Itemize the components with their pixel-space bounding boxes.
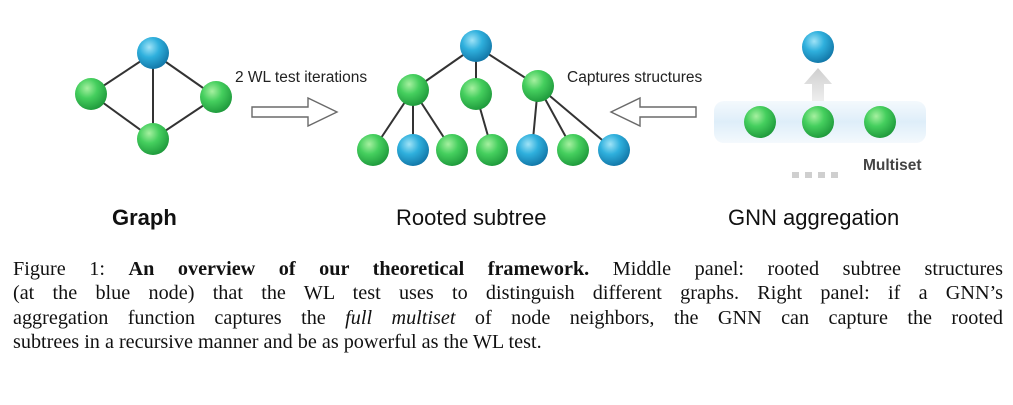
- gnn-neighbor-node: [802, 106, 834, 138]
- gnn-target-node: [802, 31, 834, 63]
- subtree-leaf-node: [598, 134, 630, 166]
- arrow-left-icon: [609, 96, 697, 128]
- subtree-leaf-node: [516, 134, 548, 166]
- subtree-level1-node: [460, 78, 492, 110]
- gnn-neighbor-node: [744, 106, 776, 138]
- caption-text: subtrees in a recursive manner and be as…: [13, 331, 542, 354]
- caption-italic: full multiset: [345, 306, 456, 329]
- gnn-panel: [714, 31, 926, 178]
- panel-label-graph: Graph: [112, 205, 177, 230]
- figure-caption: Figure 1: An overview of our theoretical…: [13, 257, 1003, 355]
- multiset-dots-icon: [792, 172, 838, 178]
- arrow-label-captures: Captures structures: [567, 69, 703, 86]
- graph-node-bottom: [137, 123, 169, 155]
- subtree-level1-node: [397, 74, 429, 106]
- panel-label-subtree: Rooted subtree: [396, 205, 547, 230]
- graph-node-left: [75, 78, 107, 110]
- subtree-leaf-node: [557, 134, 589, 166]
- caption-line: subtrees in a recursive manner and be as…: [13, 330, 1003, 354]
- subtree-leaf-node: [357, 134, 389, 166]
- graph-node-right: [200, 81, 232, 113]
- graph-node-blue: [137, 37, 169, 69]
- subtree-level1-node: [522, 70, 554, 102]
- subtree-panel: [357, 30, 630, 166]
- caption-bold-title: An overview of our theoretical framework…: [128, 258, 590, 280]
- caption-prefix: Figure 1:: [13, 258, 129, 280]
- arrow-label-wl-iterations: 2 WL test iterations: [235, 69, 368, 86]
- figure: 2 WL test iterations Captures structures…: [75, 30, 926, 230]
- subtree-leaf-node: [476, 134, 508, 166]
- subtree-root-node: [460, 30, 492, 62]
- caption-line: Figure 1: An overview of our theoretical…: [13, 257, 1003, 281]
- caption-text: (at the blue node) that the WL test uses…: [13, 282, 1003, 305]
- graph-panel: [75, 37, 232, 155]
- arrow-right-icon: [251, 96, 339, 128]
- multiset-label: Multiset: [863, 157, 922, 174]
- caption-text: of node neighbors, the GNN can capture t…: [455, 306, 1003, 329]
- panel-label-gnn: GNN aggregation: [728, 205, 900, 230]
- caption-text: aggregation function captures the: [13, 306, 346, 329]
- caption-text: Middle panel: rooted subtree structures: [589, 258, 1003, 280]
- aggregation-arrow-icon: [804, 68, 832, 101]
- figure-diagram: [75, 30, 926, 178]
- caption-line: aggregation function captures the full m…: [13, 306, 1003, 330]
- caption-line: (at the blue node) that the WL test uses…: [13, 281, 1003, 305]
- subtree-leaf-node: [397, 134, 429, 166]
- gnn-neighbor-node: [864, 106, 896, 138]
- subtree-leaf-node: [436, 134, 468, 166]
